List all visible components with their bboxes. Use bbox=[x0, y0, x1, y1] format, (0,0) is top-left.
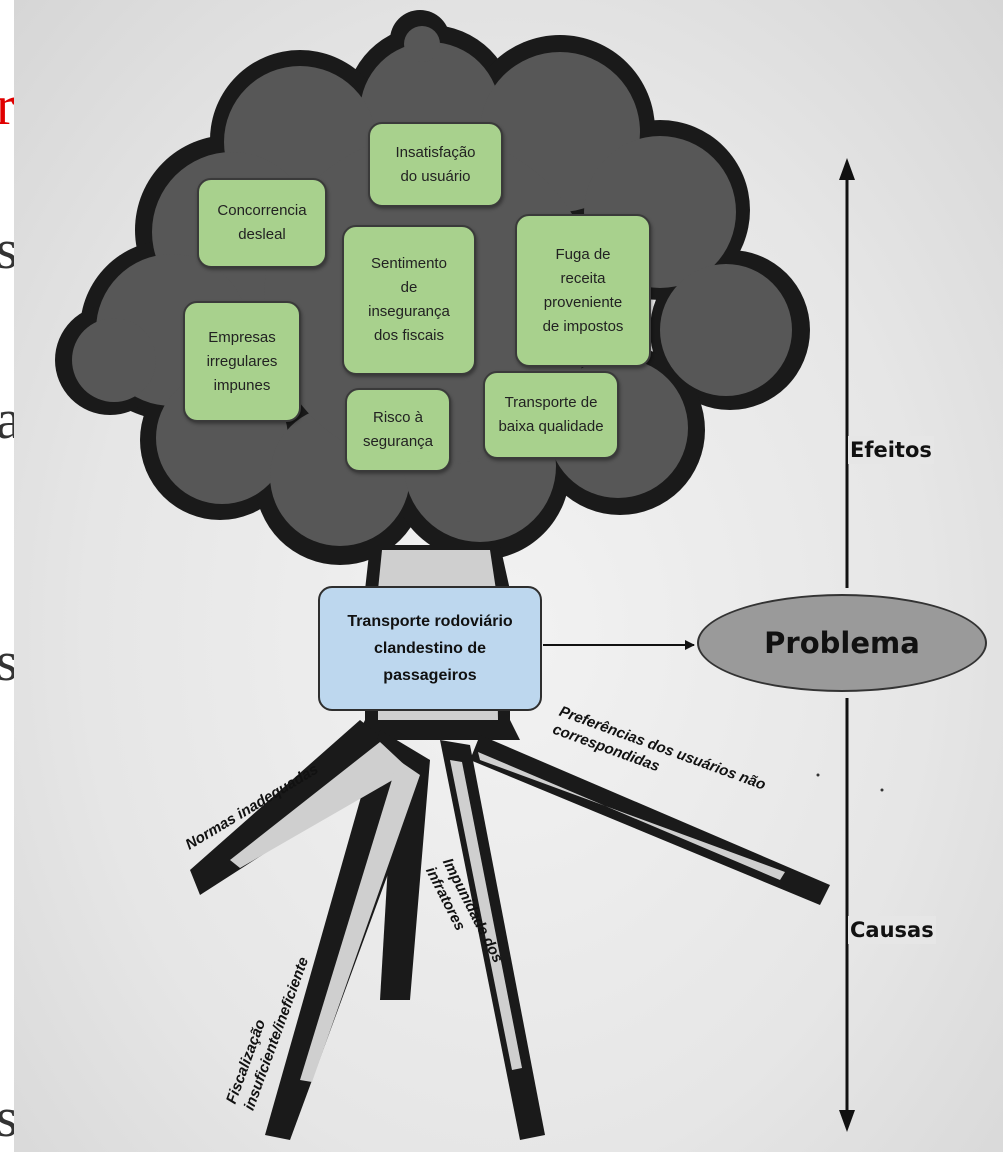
effect-label: Risco à segurança bbox=[362, 409, 434, 450]
central-problem-box: Transporte rodoviário clandestino de pas… bbox=[318, 586, 542, 711]
left-slide-strip bbox=[0, 0, 14, 1152]
effect-label: Transporte de baixa qualidade bbox=[498, 394, 604, 435]
problem-ellipse: Problema bbox=[697, 594, 987, 692]
slide-text-fragment-4: s bbox=[0, 631, 18, 693]
effect-box-unfair-competition: Concorrencia desleal bbox=[197, 178, 327, 268]
effect-box-unpunished-companies: Empresas irregulares impunes bbox=[183, 301, 301, 422]
effect-box-tax-revenue-loss: Fuga de receita proveniente de impostos bbox=[515, 214, 651, 367]
effect-box-inspector-insecurity: Sentimento de insegurança dos fiscais bbox=[342, 225, 476, 375]
effect-label: Empresas irregulares impunes bbox=[206, 328, 278, 394]
problem-ellipse-label: Problema bbox=[764, 626, 920, 660]
causes-arrow-down-icon bbox=[839, 1110, 855, 1132]
effect-box-low-quality-transport: Transporte de baixa qualidade bbox=[483, 371, 619, 459]
effect-label: Insatisfação do usuário bbox=[395, 143, 476, 185]
effect-box-safety-risk: Risco à segurança bbox=[345, 388, 451, 472]
causes-label: Causas bbox=[848, 916, 936, 944]
slide-text-fragment-1: r bbox=[0, 75, 15, 137]
slide-text-fragment-5: s bbox=[0, 1087, 18, 1149]
effect-label: Concorrencia desleal bbox=[217, 202, 307, 243]
effect-label: Sentimento de insegurança dos fiscais bbox=[368, 255, 450, 344]
central-problem-label: Transporte rodoviário clandestino de pas… bbox=[347, 613, 513, 684]
effects-arrow-up-icon bbox=[839, 158, 855, 180]
effect-box-user-dissatisfaction: Insatisfação do usuário bbox=[368, 122, 503, 207]
effects-label: Efeitos bbox=[848, 436, 934, 464]
effect-label: Fuga de receita proveniente de impostos bbox=[542, 245, 624, 335]
